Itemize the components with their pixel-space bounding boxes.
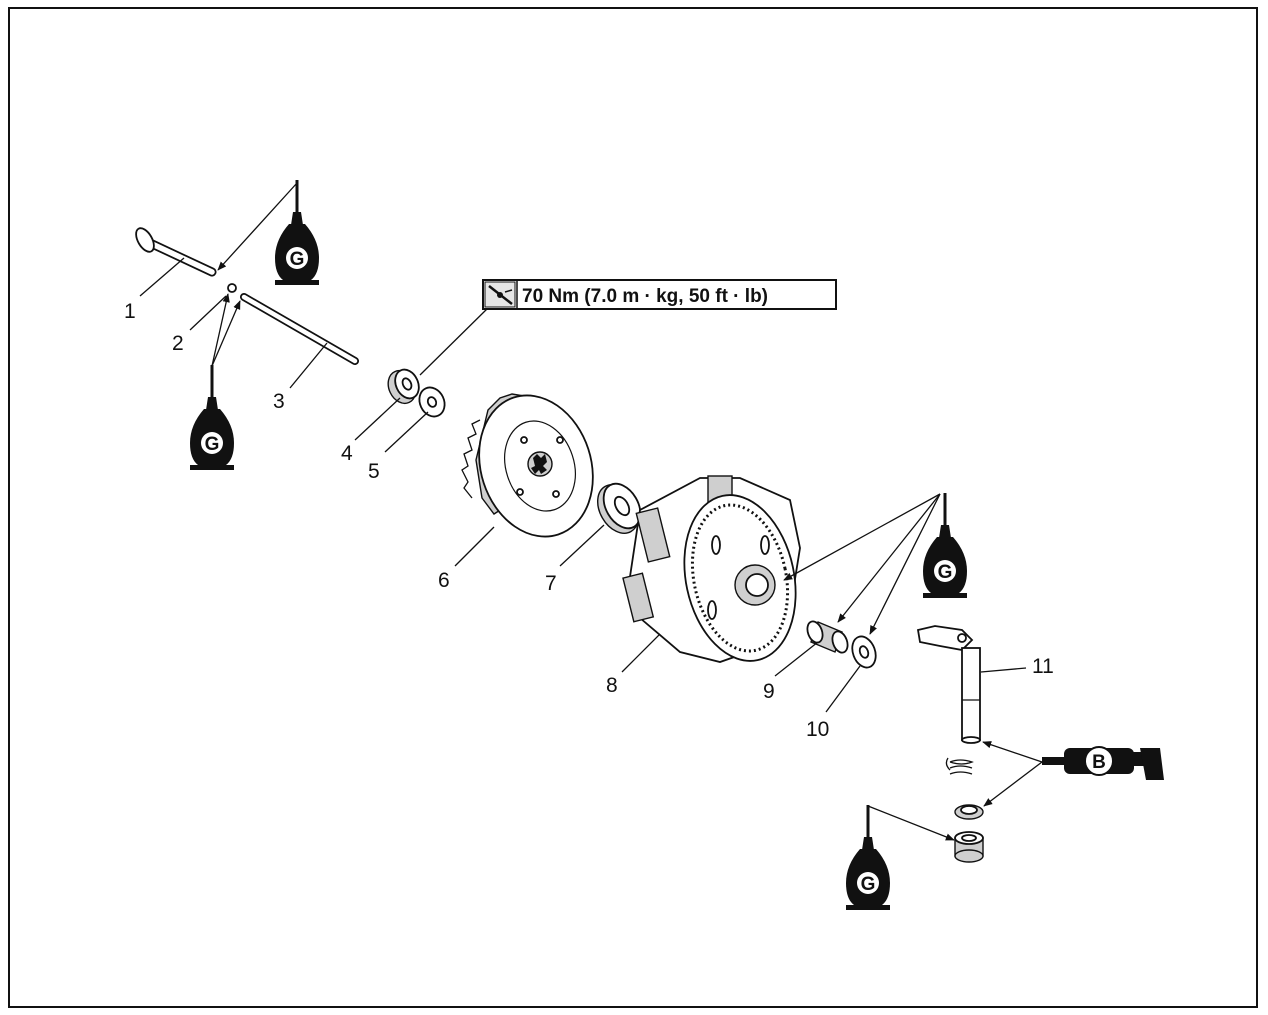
torque-spec-box: 70 Nm (7.0 m · kg, 50 ft · lb) — [482, 279, 837, 310]
grease-label: G — [861, 874, 876, 895]
torque-value: 70 Nm (7.0 m · kg, 50 ft · lb) — [522, 286, 768, 307]
grease-label: G — [938, 562, 953, 583]
part-4-nut — [387, 368, 420, 405]
part-8-clutch-housing — [622, 475, 801, 663]
part-2-ball — [227, 283, 237, 293]
part-10-washer — [851, 635, 877, 669]
grease-can-icon: G — [273, 178, 321, 287]
part-9-collar — [806, 620, 849, 654]
part-label-7: 7 — [545, 572, 557, 595]
grease-can-icon: G — [921, 491, 969, 600]
part-label-1: 1 — [124, 300, 136, 323]
part-label-10: 10 — [806, 718, 829, 741]
part-7-thrust-washer — [597, 482, 642, 534]
spring — [945, 757, 974, 775]
part-label-2: 2 — [172, 332, 184, 355]
part-label-11: 11 — [1032, 655, 1054, 678]
part-1-push-rod — [135, 227, 217, 277]
part-5-washer — [418, 386, 446, 418]
part-11-push-lever-shaft — [916, 625, 981, 744]
grease-can-icon: G — [188, 363, 236, 472]
part-label-5: 5 — [368, 460, 380, 483]
grease-gun-icon: B — [1042, 746, 1164, 780]
part-label-4: 4 — [341, 442, 353, 465]
diagram-frame — [8, 7, 1258, 1008]
torque-wrench-icon — [484, 281, 516, 308]
bearing — [954, 831, 984, 863]
part-6-clutch-boss — [461, 393, 594, 538]
grease-can-icon: G — [844, 803, 892, 912]
molybdenum-label: B — [1092, 752, 1106, 773]
part-label-3: 3 — [273, 390, 285, 413]
grease-label: G — [205, 434, 220, 455]
part-label-9: 9 — [763, 680, 775, 703]
part-label-6: 6 — [438, 569, 450, 592]
oil-seal — [954, 804, 984, 820]
part-3-push-rod — [240, 293, 359, 365]
part-label-8: 8 — [606, 674, 618, 697]
grease-label: G — [290, 249, 305, 270]
